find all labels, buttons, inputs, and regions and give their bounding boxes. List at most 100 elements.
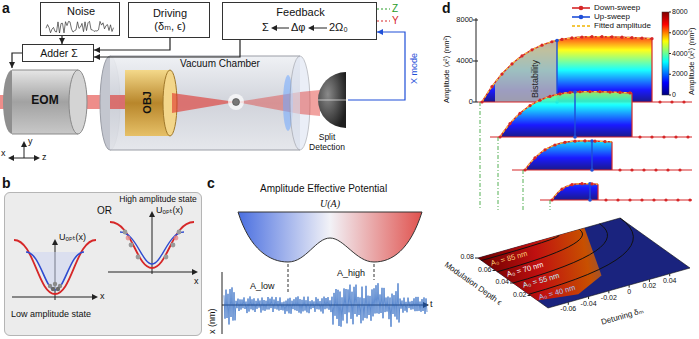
guide-line	[550, 200, 551, 210]
connector-line	[12, 53, 22, 68]
up-sweep-jump	[591, 141, 592, 170]
down-sweep-marker	[508, 122, 511, 125]
figure-label: x (nm)	[207, 309, 217, 335]
setup-art-part	[313, 28, 327, 29]
setup-art-part	[300, 90, 320, 116]
node-label: EOM	[2, 94, 88, 108]
figure-label: 2Ω₀	[329, 21, 348, 34]
down-sweep-jump	[611, 142, 612, 170]
down-sweep-marker	[654, 168, 657, 171]
figure-label: Uₒₚₜ(x)	[156, 205, 183, 215]
axis-tick	[608, 291, 609, 294]
down-sweep-marker	[498, 135, 501, 138]
setup-art-part	[377, 9, 390, 10]
figure-label: Z	[392, 3, 398, 15]
axis-tick	[669, 274, 670, 277]
setup-art-part	[21, 141, 27, 147]
figure-label: 0	[672, 91, 676, 99]
potential-art-part	[129, 243, 134, 248]
setup-art-part	[110, 56, 300, 150]
figure-label: Y	[392, 15, 399, 27]
figure-label: 4000	[672, 50, 688, 58]
figure-label: -0.04	[581, 300, 597, 308]
axis-tick	[493, 270, 496, 271]
figure-label: A_low	[250, 281, 275, 291]
legend-text: Down-sweep	[594, 3, 640, 12]
signal-connector	[94, 40, 240, 60]
setup-art-part	[271, 25, 277, 31]
up-sweep-jump	[556, 40, 557, 102]
down-sweep-marker	[686, 135, 689, 138]
down-sweep-marker	[510, 62, 513, 65]
figure-label: z	[42, 152, 47, 162]
down-sweep-marker	[560, 38, 563, 41]
figure-label: 0.04	[495, 278, 509, 286]
down-sweep-marker	[580, 35, 583, 38]
figure-label: -0.02	[601, 294, 617, 302]
down-sweep-marker	[642, 168, 645, 171]
setup-art-part	[69, 70, 87, 134]
down-sweep-marker	[593, 140, 596, 143]
fitted-curve	[500, 92, 632, 137]
down-sweep-marker	[500, 72, 503, 75]
up-sweep-marker	[588, 198, 592, 202]
figure-label: a	[2, 0, 10, 16]
potential-art-part	[92, 294, 98, 300]
figure-label: Detuning δₘ	[600, 306, 645, 327]
up-sweep-marker	[555, 39, 559, 43]
effective-potential-art	[222, 212, 429, 334]
down-sweep-marker	[570, 183, 573, 186]
down-sweep-marker	[528, 104, 531, 107]
potential-art-part	[51, 287, 55, 291]
node-label: Vacuum Chamber	[155, 58, 285, 70]
setup-art-part	[318, 72, 346, 128]
potential-art-part	[152, 216, 153, 274]
colorbar-tick	[669, 12, 671, 13]
figure-label: x	[194, 276, 199, 286]
setup-art-part	[24, 158, 35, 159]
setup-art-part	[8, 155, 14, 161]
figure-label: d	[442, 0, 451, 16]
up-sweep-jump	[589, 184, 590, 200]
node-label: Driving (δₘ, ϵ)	[145, 7, 195, 32]
figure-label: 6000	[672, 29, 688, 37]
down-sweep-marker	[678, 168, 681, 171]
legend-text: Fitted amplitude	[594, 21, 651, 30]
arrow-head	[377, 29, 383, 35]
down-sweep-marker	[578, 90, 581, 93]
down-sweep-marker	[538, 99, 541, 102]
setup-art-part	[110, 56, 300, 57]
sweep-plot-art-part	[662, 12, 669, 95]
down-sweep-marker	[550, 198, 553, 201]
figure-label: 0.04	[663, 277, 677, 285]
fitted-curve	[525, 141, 612, 170]
figure-label: 8000	[456, 16, 473, 25]
setup-art-part	[276, 28, 289, 29]
potential-art-part	[14, 240, 96, 294]
down-sweep-marker	[640, 198, 643, 201]
down-sweep-jump	[631, 93, 632, 137]
down-sweep-marker	[570, 36, 573, 39]
figure-label: A₀ = 55 nm	[522, 272, 560, 290]
down-sweep-marker	[618, 168, 621, 171]
sweep-plot-art-part	[473, 102, 478, 103]
apparatus-part: EOM	[2, 68, 88, 136]
down-sweep-marker	[638, 135, 641, 138]
up-sweep-marker	[590, 139, 594, 143]
down-sweep-curve	[552, 184, 598, 200]
arrow-head	[9, 62, 15, 68]
down-sweep-marker	[533, 156, 536, 159]
process-box: Driving (δₘ, ϵ)	[128, 2, 210, 38]
colorbar-tick	[669, 53, 671, 54]
down-sweep-baseline	[490, 136, 692, 137]
effective-potential-art-part	[288, 264, 289, 292]
axis-tick	[568, 302, 569, 305]
figure-label: Σ	[262, 21, 269, 34]
potential-art-part	[12, 297, 93, 298]
node-label: Split Detection	[306, 133, 348, 153]
figure-label: b	[2, 175, 11, 191]
down-sweep-marker	[688, 198, 691, 201]
